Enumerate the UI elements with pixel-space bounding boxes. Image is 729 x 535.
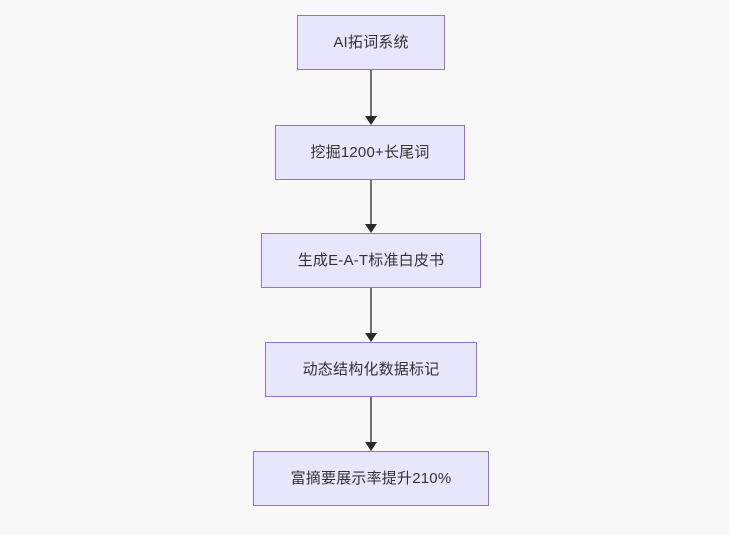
edge-shaft (370, 397, 372, 442)
edge-shaft (370, 180, 372, 224)
edge-shaft (370, 70, 372, 116)
arrow-down-icon (365, 442, 377, 451)
flowchart-node-ai-keyword-system[interactable]: AI拓词系统 (297, 15, 445, 70)
flowchart-node-mine-longtail-keywords[interactable]: 挖掘1200+长尾词 (275, 125, 465, 180)
edge-node-1-to-node-2 (359, 70, 383, 125)
node-label: AI拓词系统 (333, 34, 409, 51)
arrow-down-icon (365, 333, 377, 342)
node-label: 富摘要展示率提升210% (290, 470, 452, 487)
flowchart-node-dynamic-structured-data-markup[interactable]: 动态结构化数据标记 (265, 342, 477, 397)
edge-node-2-to-node-3 (359, 180, 383, 233)
edge-node-4-to-node-5 (359, 397, 383, 451)
node-label: 动态结构化数据标记 (302, 361, 440, 378)
edge-shaft (370, 288, 372, 333)
node-label: 生成E-A-T标准白皮书 (297, 252, 445, 269)
flowchart-node-rich-snippet-rate-increase[interactable]: 富摘要展示率提升210% (253, 451, 489, 506)
flowchart-node-generate-eat-whitepaper[interactable]: 生成E-A-T标准白皮书 (261, 233, 481, 288)
edge-node-3-to-node-4 (359, 288, 383, 342)
node-label: 挖掘1200+长尾词 (310, 144, 430, 161)
arrow-down-icon (365, 116, 377, 125)
arrow-down-icon (365, 224, 377, 233)
